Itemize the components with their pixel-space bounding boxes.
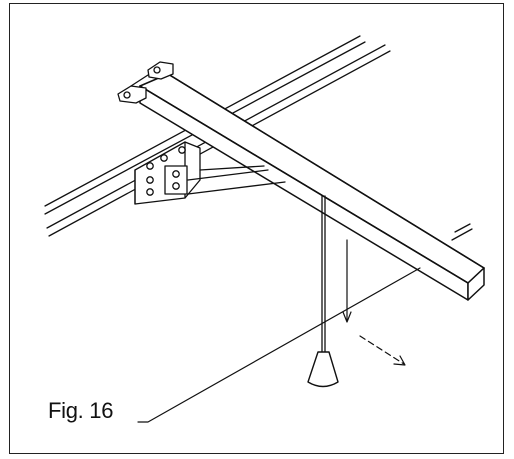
figure-frame — [9, 3, 504, 454]
end-bracket — [117, 61, 174, 104]
pull-down-arrow — [342, 239, 352, 323]
figure-caption: Fig. 16 — [48, 398, 114, 423]
caption-leader-line — [137, 267, 421, 423]
release-handle — [307, 351, 339, 388]
outward-arrow — [359, 335, 406, 366]
support-strut — [187, 165, 286, 195]
track-bracket — [134, 141, 201, 205]
release-cord — [321, 195, 326, 353]
